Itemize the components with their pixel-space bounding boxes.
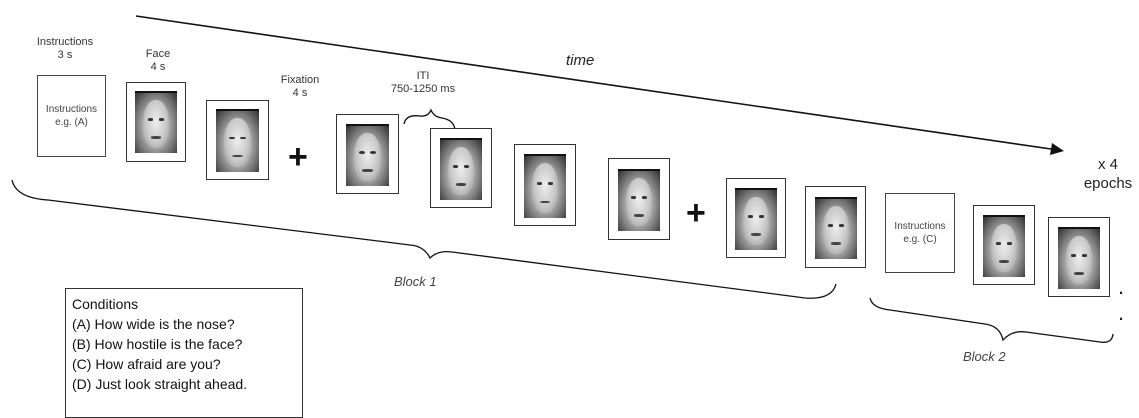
face-card-1	[126, 82, 186, 162]
face-card-6	[608, 158, 670, 240]
condition-item: (A) How wide is the nose?	[72, 316, 235, 332]
condition-item: (C) How afraid are you?	[72, 356, 221, 372]
face-photo	[524, 154, 566, 218]
repeat-count: x 4	[1097, 156, 1118, 173]
fixation-cross-2: +	[686, 194, 706, 232]
block-2-label: Block 2	[963, 349, 1006, 364]
face-photo	[346, 124, 389, 186]
repeat-label: x 4 epochs	[1078, 155, 1138, 193]
face-photo	[735, 188, 777, 250]
face-photo	[815, 197, 857, 259]
face-photo	[440, 138, 482, 200]
face-card-9	[973, 205, 1035, 285]
condition-item: (D) Just look straight ahead.	[72, 376, 248, 392]
face-card-10	[1048, 217, 1110, 297]
conditions-title: Conditions	[72, 296, 139, 312]
fixation-header: Fixation 4 s	[280, 74, 320, 99]
face-photo	[1058, 227, 1100, 289]
block1-brace	[11, 179, 837, 299]
repeat-unit: epochs	[1083, 175, 1133, 192]
instructions-header: Instructions 3 s	[36, 36, 94, 61]
time-arrowhead	[1050, 143, 1064, 155]
time-arrow-line	[135, 15, 1059, 151]
face-card-3	[336, 114, 399, 194]
face-card-4	[430, 128, 492, 208]
face-photo	[135, 91, 177, 153]
block2-brace	[869, 297, 1114, 343]
face-header: Face 4 s	[145, 48, 171, 73]
face-photo	[216, 109, 259, 172]
instructions-card-c: Instructions e.g. (C)	[885, 193, 955, 273]
face-photo	[618, 169, 660, 231]
face-card-2	[206, 100, 269, 180]
conditions-box: Conditions (A) How wide is the nose? (B)…	[65, 288, 303, 418]
face-card-7	[726, 178, 786, 258]
iti-brace	[403, 108, 456, 131]
condition-item: (B) How hostile is the face?	[72, 336, 243, 352]
block-1-label: Block 1	[394, 274, 437, 289]
face-card-5	[514, 144, 576, 226]
continuation-dots: . .	[1118, 274, 1126, 325]
time-label: time	[566, 52, 595, 69]
face-card-8	[805, 186, 866, 268]
iti-header: ITI 750-1250 ms	[390, 70, 456, 95]
fixation-cross-1: +	[288, 138, 308, 176]
face-photo	[983, 215, 1025, 277]
instructions-card-a: Instructions e.g. (A)	[37, 75, 106, 157]
